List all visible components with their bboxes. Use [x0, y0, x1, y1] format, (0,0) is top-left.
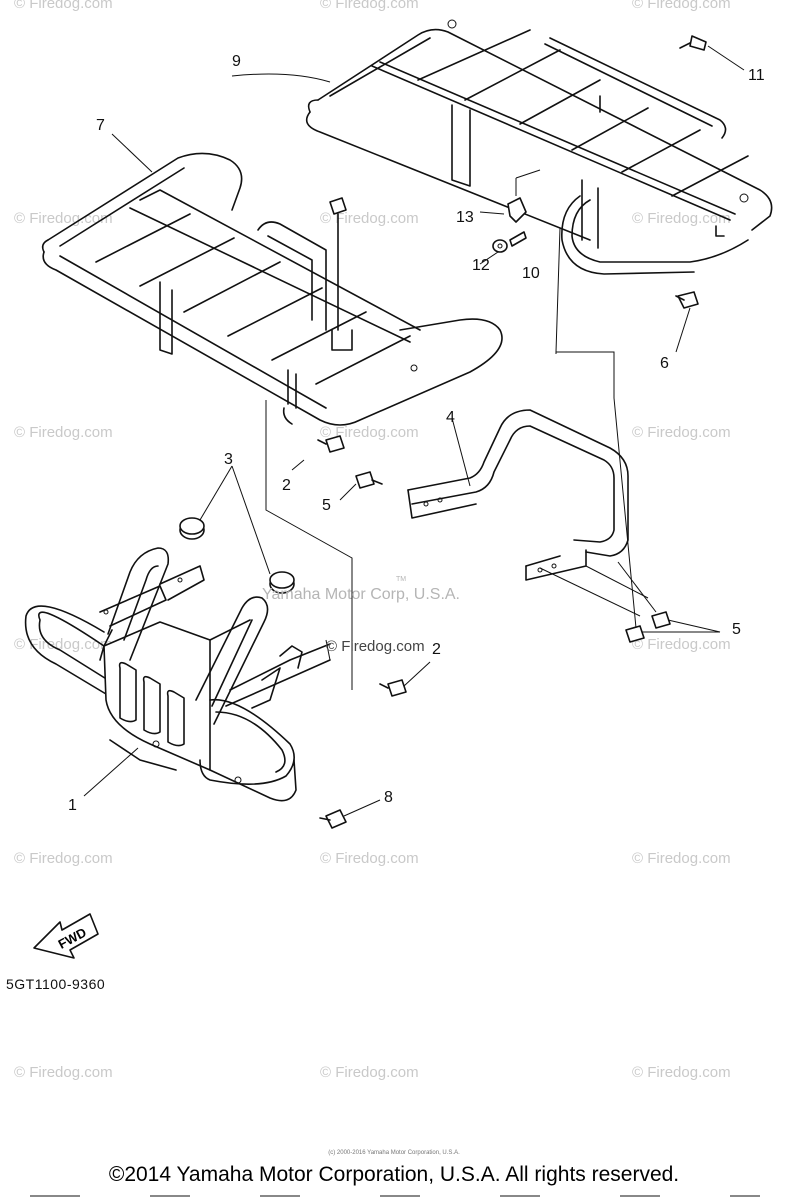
watermark: © Firedog.com	[320, 1064, 419, 1081]
watermark: © Firedog.com	[14, 850, 113, 867]
callout-12: 12	[472, 257, 490, 274]
watermark: © Firedog.com	[320, 424, 419, 441]
copyright-notice: ©2014 Yamaha Motor Corporation, U.S.A. A…	[108, 1163, 680, 1186]
callout-6: 6	[660, 355, 669, 372]
leader-lines	[83, 45, 745, 817]
fwd-arrow-icon: FWD	[33, 913, 99, 959]
callout-1: 1	[68, 797, 77, 814]
watermark: © Firedog.com	[14, 636, 113, 653]
tiny-copyright: (c) 2000-2016 Yamaha Motor Corporation, …	[328, 1150, 460, 1156]
callout-5-upper: 5	[322, 497, 331, 514]
watermark: © Firedog.com	[320, 850, 419, 867]
callout-3: 3	[224, 451, 233, 468]
watermark: © Firedog.com	[632, 0, 731, 12]
callout-13: 13	[456, 209, 474, 226]
yamaha-watermark: Yamaha Motor Corp, U.S.A.TM	[262, 575, 460, 603]
watermark: © Firedog.com	[632, 424, 731, 441]
callout-5-lower: 5	[732, 621, 741, 638]
callout-7: 7	[96, 117, 105, 134]
watermark: © Firedog.com	[632, 850, 731, 867]
callout-2-lower: 2	[432, 641, 441, 658]
callout-11: 11	[748, 67, 765, 84]
front-carrier	[41, 152, 503, 426]
watermark: © Firedog.com	[320, 0, 419, 12]
firedog-watermark: © Firedog.com	[326, 638, 425, 655]
callout-2-upper: 2	[282, 477, 291, 494]
watermark: © Firedog.com	[632, 1064, 731, 1081]
bolts	[317, 35, 707, 829]
rear-carrier	[305, 19, 773, 275]
watermark: © Firedog.com	[14, 1064, 113, 1081]
rear-bracket	[407, 409, 649, 617]
callout-4: 4	[446, 409, 455, 426]
watermark: © Firedog.com	[320, 210, 419, 227]
callout-10: 10	[522, 265, 540, 282]
watermark: © Firedog.com	[632, 210, 731, 227]
front-bumper	[24, 547, 331, 802]
watermark: © Firedog.com	[14, 424, 113, 441]
watermark: © Firedog.com	[14, 0, 113, 12]
callout-9: 9	[232, 53, 241, 70]
callout-8: 8	[384, 789, 393, 806]
collars	[179, 517, 295, 594]
part-code: 5GT1100-9360	[6, 976, 106, 992]
watermark: © Firedog.com	[632, 636, 731, 653]
